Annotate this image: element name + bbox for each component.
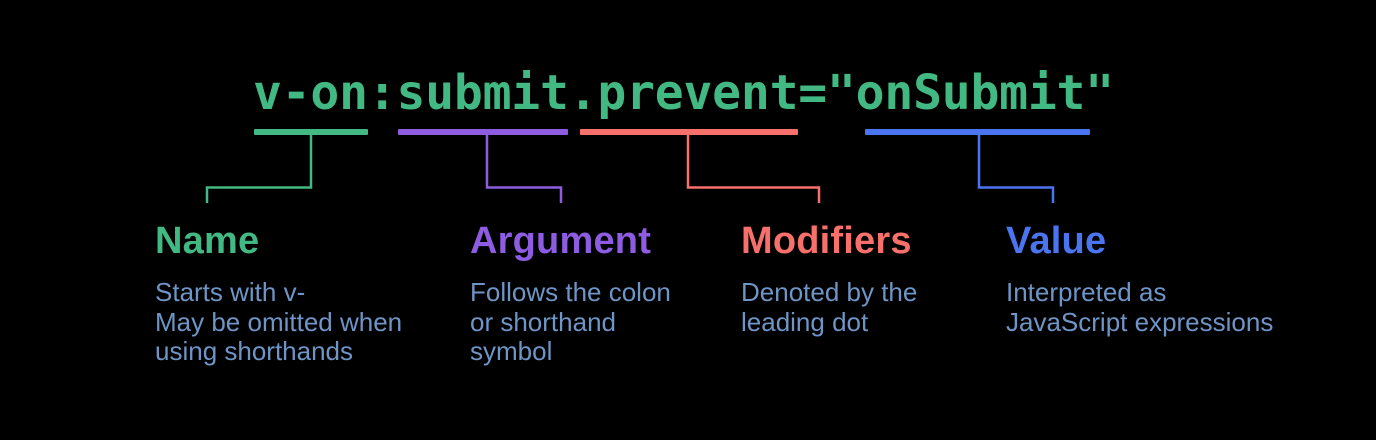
argument-part-description: Follows the colon or shorthand symbol <box>470 277 671 366</box>
argument-part: Argument Follows the colon or shorthand … <box>470 222 671 367</box>
value-part-description: Interpreted as JavaScript expressions <box>1006 277 1274 337</box>
name-part: Name Starts with v- May be omitted when … <box>155 222 402 367</box>
value-connector-line <box>977 133 1055 203</box>
value-part-label: Value <box>1006 220 1107 262</box>
value-part: Value Interpreted as JavaScript expressi… <box>1006 222 1273 337</box>
code-snippet: v-on:submit.prevent="onSubmit" <box>253 65 1114 121</box>
argument-connector-line <box>485 133 563 203</box>
modifiers-connector-line <box>686 133 821 203</box>
value-underline <box>865 129 1090 135</box>
modifiers-part: Modifiers Denoted by the leading dot <box>741 222 917 337</box>
argument-underline <box>398 129 568 135</box>
name-connector-line <box>205 133 313 203</box>
argument-part-label: Argument <box>470 220 652 262</box>
name-part-label: Name <box>155 220 260 262</box>
name-underline <box>254 129 368 135</box>
name-part-description: Starts with v- May be omitted when using… <box>155 277 403 366</box>
modifiers-underline <box>580 129 798 135</box>
modifiers-part-label: Modifiers <box>741 220 912 262</box>
modifiers-part-description: Denoted by the leading dot <box>741 277 918 337</box>
